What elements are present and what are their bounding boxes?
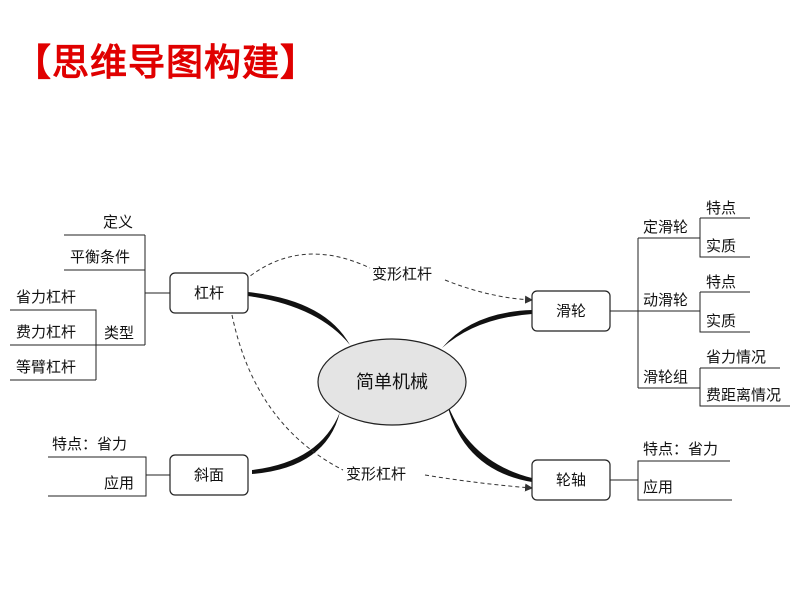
pulley-fixed-item-0: 特点: [706, 199, 736, 217]
branch-pulley: [442, 310, 532, 348]
page-title: 【思维导图构建】: [14, 41, 318, 84]
lever-type-0: 省力杠杆: [16, 288, 76, 306]
lever-types-label: 类型: [104, 324, 134, 342]
incline-label: 斜面: [194, 466, 224, 484]
pulley-movable-item-1: 实质: [706, 312, 736, 330]
lever-branches: [10, 234, 170, 381]
wheel-axle-label: 轮轴: [556, 471, 586, 489]
wheel-axle-item-0: 特点：省力: [643, 440, 718, 458]
wheel-axle-item-1: 应用: [643, 478, 673, 496]
link-label-bottom: 变形杠杆: [346, 465, 406, 483]
branch-wheel-axle: [446, 400, 532, 482]
lever-type-1: 费力杠杆: [16, 323, 76, 341]
incline-branches: [48, 456, 170, 497]
branch-incline: [252, 412, 340, 474]
pulley-block-item-0: 省力情况: [706, 348, 766, 366]
pulley-fixed-item-1: 实质: [706, 237, 736, 255]
lever-balance-condition: 平衡条件: [70, 248, 130, 266]
incline-item-1: 应用: [104, 474, 134, 492]
center-label: 简单机械: [356, 372, 428, 393]
pulley-fixed-label: 定滑轮: [643, 218, 688, 236]
pulley-movable-item-0: 特点: [706, 273, 736, 291]
lever-definition: 定义: [103, 213, 133, 231]
pulley-label: 滑轮: [556, 302, 586, 320]
pulley-block-item-1: 费距离情况: [706, 386, 781, 404]
link-label-top: 变形杠杆: [372, 265, 432, 283]
pulley-block-label: 滑轮组: [643, 368, 688, 386]
link-arrow-top: [244, 253, 532, 300]
lever-label: 杠杆: [194, 284, 224, 302]
incline-item-0: 特点：省力: [52, 435, 127, 453]
pulley-movable-label: 动滑轮: [643, 291, 688, 309]
lever-type-2: 等臂杠杆: [16, 358, 76, 376]
center-node: [317, 338, 467, 426]
pulley-branches: [610, 217, 790, 407]
branch-lever: [248, 292, 350, 345]
wheel-axle-branches: [610, 460, 732, 501]
